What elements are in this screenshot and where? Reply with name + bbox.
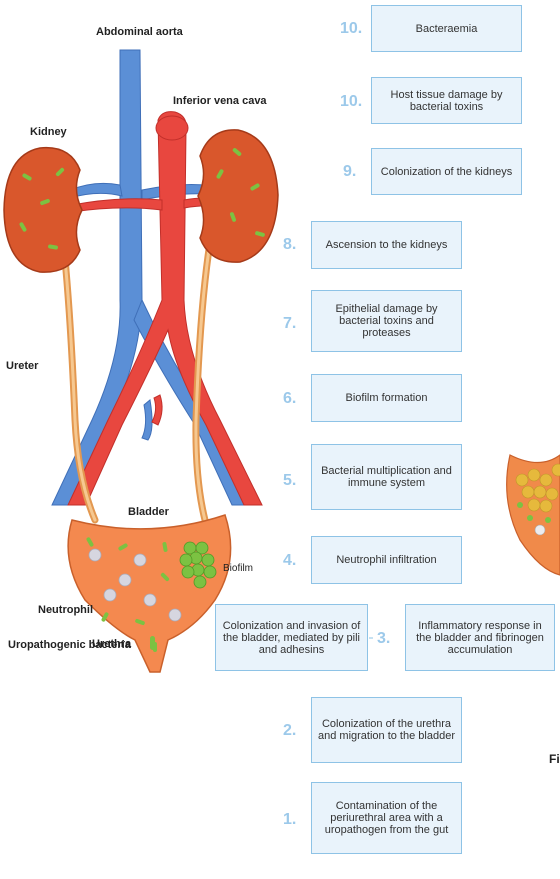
label-inferior-vena-cava: Inferior vena cava — [173, 95, 267, 107]
label-ureter: Ureter — [6, 360, 38, 372]
step-box-bacteraemia: Bacteraemia — [371, 5, 522, 52]
step-text: Colonization and invasion of the bladder… — [222, 620, 361, 656]
label-neutrophil: Neutrophil — [38, 604, 93, 616]
step-number-2: 2. — [283, 722, 296, 740]
right-kidney — [198, 130, 278, 262]
bacterium-legend-icon — [150, 636, 155, 650]
step-number-6: 6. — [283, 390, 296, 408]
step-number-10a: 10. — [340, 20, 362, 38]
step-text: Bacteraemia — [416, 23, 478, 35]
step-text: Ascension to the kidneys — [326, 239, 448, 251]
step-number-3: 3. — [377, 630, 390, 648]
step-number-10b: 10. — [340, 93, 362, 111]
step-text: Host tissue damage by bacterial toxins — [378, 89, 515, 113]
step-box-colonization-bladder: Colonization and invasion of the bladder… — [215, 604, 368, 671]
step-box-neutrophil-infiltration: Neutrophil infiltration — [311, 536, 462, 584]
step-box-epithelial-damage: Epithelial damage by bacterial toxins an… — [311, 290, 462, 352]
step-box-host-tissue-damage: Host tissue damage by bacterial toxins — [371, 77, 522, 124]
step-box-ascension-kidneys: Ascension to the kidneys — [311, 221, 462, 269]
step-text: Inflammatory response in the bladder and… — [412, 620, 548, 656]
step-text: Colonization of the kidneys — [381, 166, 512, 178]
label-cut-figure: Fi — [549, 752, 560, 766]
step-box-inflammatory-response: Inflammatory response in the bladder and… — [405, 604, 555, 671]
step-number-5: 5. — [283, 472, 296, 490]
step-box-contamination: Contamination of the periurethral area w… — [311, 782, 462, 854]
step-box-colonization-urethra: Colonization of the urethra and migratio… — [311, 697, 462, 763]
step-box-colonization-kidneys: Colonization of the kidneys — [371, 148, 522, 195]
label-uropathogenic-bacteria: Uropathogenic bacteria — [8, 639, 131, 651]
label-abdominal-aorta: Abdominal aorta — [96, 26, 183, 38]
step-text: Biofilm formation — [346, 392, 428, 404]
left-kidney — [4, 148, 82, 272]
step-box-biofilm-formation: Biofilm formation — [311, 374, 462, 422]
label-biofilm: Biofilm — [223, 563, 253, 574]
step-text: Neutrophil infiltration — [336, 554, 436, 566]
step-text: Epithelial damage by bacterial toxins an… — [318, 303, 455, 339]
step-number-9: 9. — [343, 163, 356, 181]
step-number-4: 4. — [283, 552, 296, 570]
step-text: Contamination of the periurethral area w… — [318, 800, 455, 836]
step-number-7: 7. — [283, 315, 296, 333]
step-text: Bacterial multiplication and immune syst… — [318, 465, 455, 489]
step-number-1: 1. — [283, 811, 296, 829]
step-box-bacterial-multiplication: Bacterial multiplication and immune syst… — [311, 444, 462, 510]
label-kidney: Kidney — [30, 126, 67, 138]
step-number-8: 8. — [283, 236, 296, 254]
label-bladder: Bladder — [128, 506, 169, 518]
step-text: Colonization of the urethra and migratio… — [318, 718, 455, 742]
